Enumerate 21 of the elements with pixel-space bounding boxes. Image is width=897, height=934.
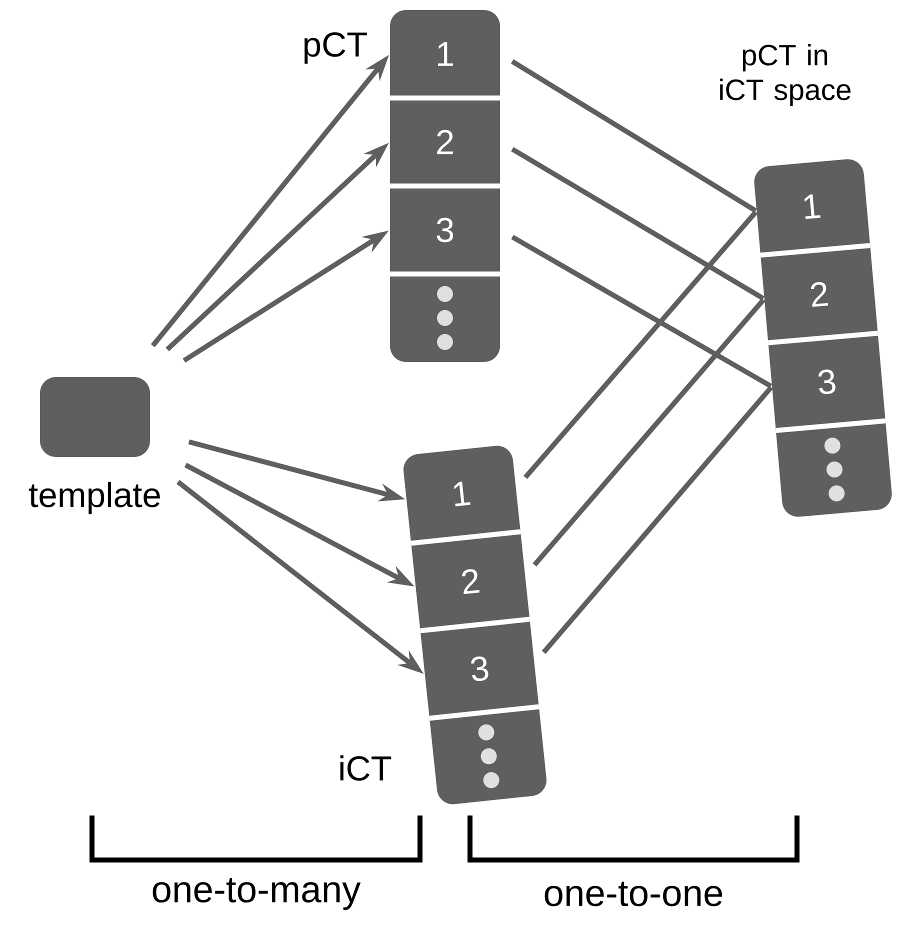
numbered-cell: 2	[810, 282, 828, 307]
box-label: template	[29, 482, 160, 514]
numbered-cell: 1	[438, 42, 453, 66]
connector-line	[532, 298, 766, 566]
connector-line	[511, 234, 772, 388]
connector-line	[523, 210, 758, 480]
stack-label: pCT in iCT space	[720, 44, 851, 106]
numbered-cell: 3	[818, 370, 836, 394]
numbered-cell: 3	[436, 218, 454, 242]
connector-line	[510, 59, 757, 213]
connector-line	[542, 386, 774, 654]
stack-label: pCT	[304, 32, 367, 64]
numbered-cell: 1	[804, 194, 820, 219]
numbered-cell: 2	[462, 569, 480, 594]
numbered-cell: 2	[437, 130, 453, 154]
bracket-label: one-to-one	[544, 882, 722, 906]
numbered-cell: 1	[454, 482, 470, 506]
stack-label: iCT	[340, 755, 392, 781]
bracket-label: one-to-many	[152, 878, 361, 910]
connector-line	[511, 147, 765, 301]
numbered-cell: 3	[471, 656, 488, 682]
